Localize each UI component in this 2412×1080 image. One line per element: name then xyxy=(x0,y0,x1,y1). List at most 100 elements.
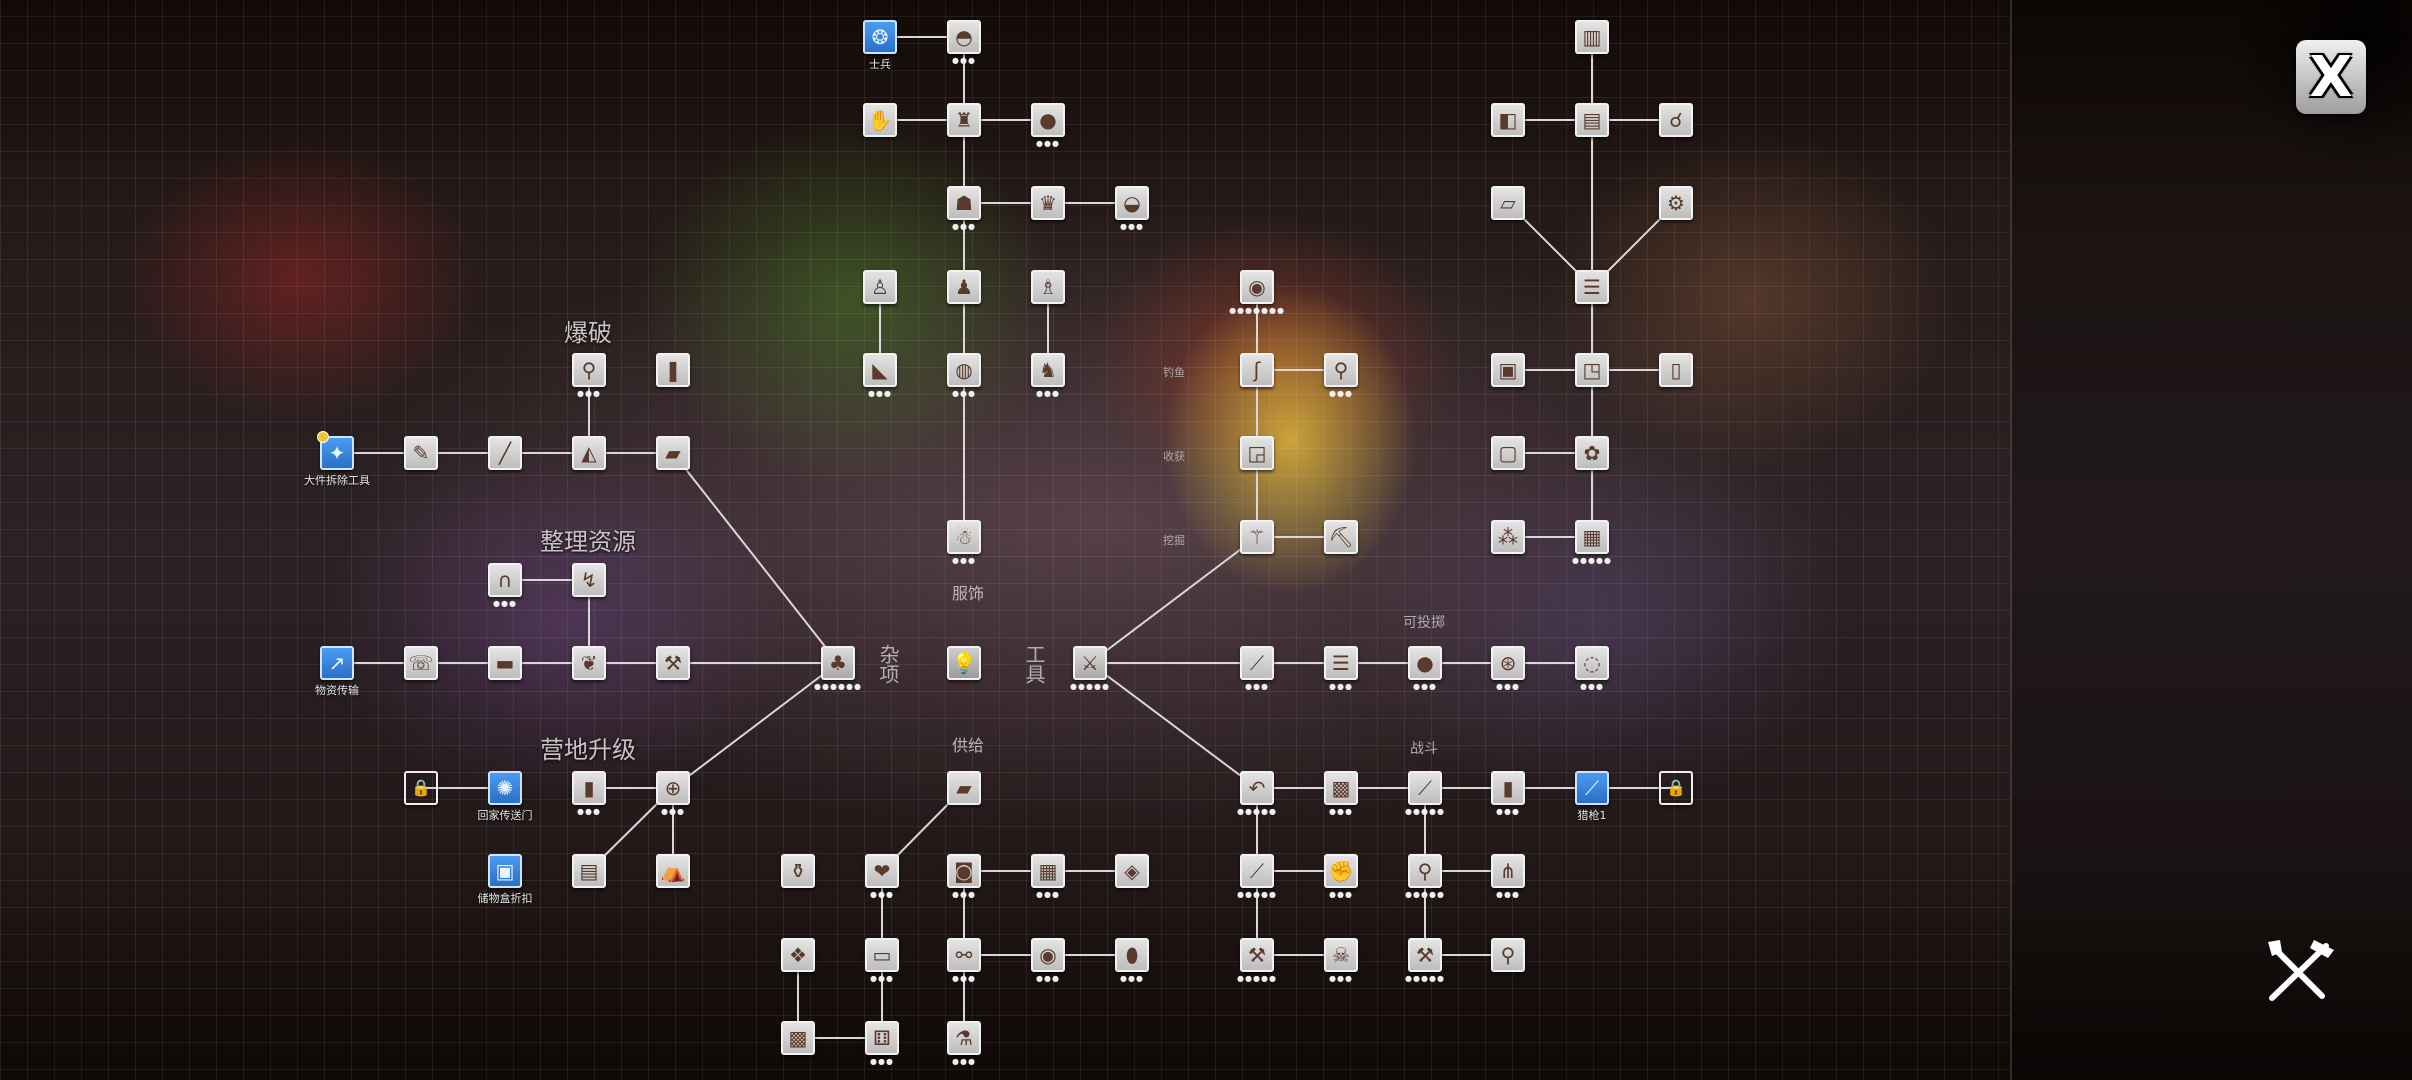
robot-node[interactable]: ⚙ xyxy=(1659,186,1693,220)
green-arm-node[interactable]: ↯ xyxy=(572,563,606,597)
knife-node[interactable]: ⟋ xyxy=(1240,646,1274,680)
white-outfit-node[interactable]: ♗ xyxy=(1031,270,1065,304)
panel-node[interactable]: ▢ xyxy=(1491,436,1525,470)
material-transport-blueprint-node[interactable]: ↗ xyxy=(320,646,354,680)
shovel-node[interactable]: ⚚ xyxy=(1240,520,1274,554)
misc-hub-node[interactable]: ♣ xyxy=(821,646,855,680)
boots-node[interactable]: ♞ xyxy=(1031,353,1065,387)
brick-node[interactable]: ▩ xyxy=(1324,771,1358,805)
sack-icon: ◲ xyxy=(1247,441,1267,465)
food-bag-node[interactable]: ◈ xyxy=(1115,854,1149,888)
card-node[interactable]: ▮ xyxy=(1491,771,1525,805)
fork-node[interactable]: ⋔ xyxy=(1491,854,1525,888)
shoe-node[interactable]: ◣ xyxy=(863,353,897,387)
dumbbell-node[interactable]: ⚯ xyxy=(947,938,981,972)
book-node[interactable]: ▥ xyxy=(1575,20,1609,54)
crate-node[interactable]: ▤ xyxy=(572,854,606,888)
dice-node[interactable]: ⚅ xyxy=(865,1021,899,1055)
tent-node[interactable]: ⛺ xyxy=(656,854,690,888)
close-button[interactable]: X xyxy=(2296,40,2366,114)
binocular-node[interactable]: ◙ xyxy=(947,854,981,888)
cube-node[interactable]: ◳ xyxy=(1575,353,1609,387)
coin-node[interactable]: ◉ xyxy=(1031,938,1065,972)
fishing-rod-node[interactable]: ʃ xyxy=(1240,353,1274,387)
dynamite-node[interactable]: ❚ xyxy=(656,353,690,387)
battery-node[interactable]: ▮ xyxy=(572,771,606,805)
tablet-node[interactable]: ▯ xyxy=(1659,353,1693,387)
projector-icon: ▣ xyxy=(1498,358,1518,382)
wood-plank-node[interactable]: ▬ xyxy=(488,646,522,680)
drumstick-node[interactable]: ⚲ xyxy=(1324,353,1358,387)
green-outfit-node[interactable]: ♟ xyxy=(947,270,981,304)
camp-hub-node[interactable]: ⊕ xyxy=(656,771,690,805)
home-portal-blueprint-node[interactable]: ✺ xyxy=(488,771,522,805)
map-icon: ▦ xyxy=(1582,525,1602,549)
cash-node[interactable]: ▭ xyxy=(865,938,899,972)
demolition-tool-blueprint-node[interactable]: ✦ xyxy=(320,436,354,470)
axe-node[interactable]: ⚒ xyxy=(1240,938,1274,972)
workbench-node[interactable]: ▤ xyxy=(1575,103,1609,137)
locked-node-right[interactable]: 🔒 xyxy=(1659,771,1693,805)
grenade-node[interactable]: ● xyxy=(1408,646,1442,680)
red-helmet-node[interactable]: ● xyxy=(1031,103,1065,137)
bottle-node[interactable]: ⚗ xyxy=(947,1021,981,1055)
cowboy-hat-node[interactable]: ☗ xyxy=(947,186,981,220)
brown-outfit-node[interactable]: ♙ xyxy=(863,270,897,304)
red-jacket-node[interactable]: ♛ xyxy=(1031,186,1065,220)
plant-node[interactable]: ✿ xyxy=(1575,436,1609,470)
pickaxe-node[interactable]: ⛏ xyxy=(1324,520,1358,554)
chainsaw-node[interactable]: ⟋ xyxy=(1240,854,1274,888)
magnet-node[interactable]: ∩ xyxy=(488,563,522,597)
red-jacket-icon: ♛ xyxy=(1039,191,1057,215)
hook-node[interactable]: ↶ xyxy=(1240,771,1274,805)
drill-node[interactable]: ⚒ xyxy=(656,646,690,680)
bench-node[interactable]: ▱ xyxy=(1491,186,1525,220)
soldier-blueprint-node[interactable]: ❂ xyxy=(863,20,897,54)
net-node[interactable]: ▦ xyxy=(1031,854,1065,888)
boxing-glove-node[interactable]: ✊ xyxy=(1324,854,1358,888)
mine-node[interactable]: ◭ xyxy=(572,436,606,470)
rope-node[interactable]: ◌ xyxy=(1575,646,1609,680)
leaf-node[interactable]: ❦ xyxy=(572,646,606,680)
bandage-node[interactable]: ▰ xyxy=(947,771,981,805)
armor-vest-node[interactable]: ♜ xyxy=(947,103,981,137)
bat-node[interactable]: ⟋ xyxy=(1408,771,1442,805)
hard-hat-node[interactable]: ◒ xyxy=(1115,186,1149,220)
helmet-icon: ◓ xyxy=(955,25,973,49)
locked-node-left[interactable]: 🔒 xyxy=(404,771,438,805)
mace-node[interactable]: ⚲ xyxy=(1408,854,1442,888)
sack-node[interactable]: ◲ xyxy=(1240,436,1274,470)
claw-node[interactable]: ☰ xyxy=(1324,646,1358,680)
helmet-node[interactable]: ◓ xyxy=(947,20,981,54)
projector-node[interactable]: ▣ xyxy=(1491,353,1525,387)
canister-node[interactable]: ⚱ xyxy=(781,854,815,888)
meat-node[interactable]: ❤ xyxy=(865,854,899,888)
magnifier-node[interactable]: ⚲ xyxy=(572,353,606,387)
pill-node[interactable]: ⬮ xyxy=(1115,938,1149,972)
character-outfit-node[interactable]: ☃ xyxy=(947,520,981,554)
red-hammer-node[interactable]: ⚒ xyxy=(1408,938,1442,972)
gloves-node[interactable]: ✋ xyxy=(863,103,897,137)
hammer-node[interactable]: ╱ xyxy=(488,436,522,470)
fish-bowl-node[interactable]: ◉ xyxy=(1240,270,1274,304)
phone-node[interactable]: ☏ xyxy=(404,646,438,680)
flashlight-node[interactable]: ▰ xyxy=(656,436,690,470)
paper-stack-node[interactable]: ☰ xyxy=(1575,270,1609,304)
wrench-node[interactable]: ✎ xyxy=(404,436,438,470)
gears-node[interactable]: ⁂ xyxy=(1491,520,1525,554)
hunting-rifle-blueprint-node[interactable]: ⟋ xyxy=(1575,771,1609,805)
sensor-node[interactable]: ◧ xyxy=(1491,103,1525,137)
mine-disc-node[interactable]: ⊛ xyxy=(1491,646,1525,680)
skull-node[interactable]: ☠ xyxy=(1324,938,1358,972)
radar-node[interactable]: ☌ xyxy=(1659,103,1693,137)
crafting-tools-icon[interactable] xyxy=(2264,938,2340,1002)
level-dots: ●●● xyxy=(952,890,976,899)
tools-hub-node[interactable]: ⚔ xyxy=(1073,646,1107,680)
bulb-node[interactable]: 💡 xyxy=(947,646,981,680)
ice-crystal-node[interactable]: ❖ xyxy=(781,938,815,972)
flail-node[interactable]: ⚲ xyxy=(1491,938,1525,972)
storage-discount-blueprint-node[interactable]: ▣ xyxy=(488,854,522,888)
map-node[interactable]: ▦ xyxy=(1575,520,1609,554)
gas-mask-node[interactable]: ◍ xyxy=(947,353,981,387)
pill-box-node[interactable]: ▩ xyxy=(781,1021,815,1055)
